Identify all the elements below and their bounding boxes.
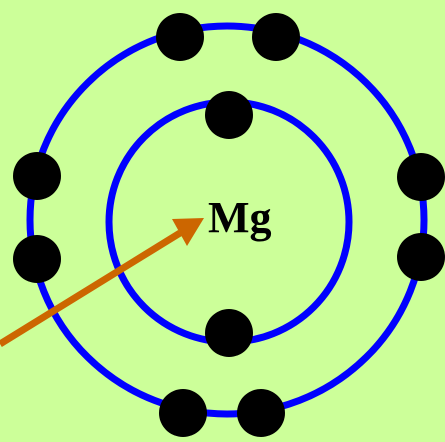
- arrow-shaft: [0, 230, 182, 347]
- electron-outer-6: [397, 233, 445, 281]
- outer-orbit: [26, 22, 428, 418]
- electron-outer-8: [237, 389, 285, 437]
- electron-outer-5: [397, 153, 445, 201]
- electron-outer-2: [252, 13, 300, 61]
- electron-inner-2: [205, 309, 253, 357]
- electron-outer-1: [156, 13, 204, 61]
- arrow-head: [172, 218, 204, 246]
- element-label: Mg: [208, 193, 272, 242]
- electron-inner-1: [205, 91, 253, 139]
- electron-outer-7: [159, 389, 207, 437]
- electron-outer-3: [13, 152, 61, 200]
- electron-outer-4: [13, 235, 61, 283]
